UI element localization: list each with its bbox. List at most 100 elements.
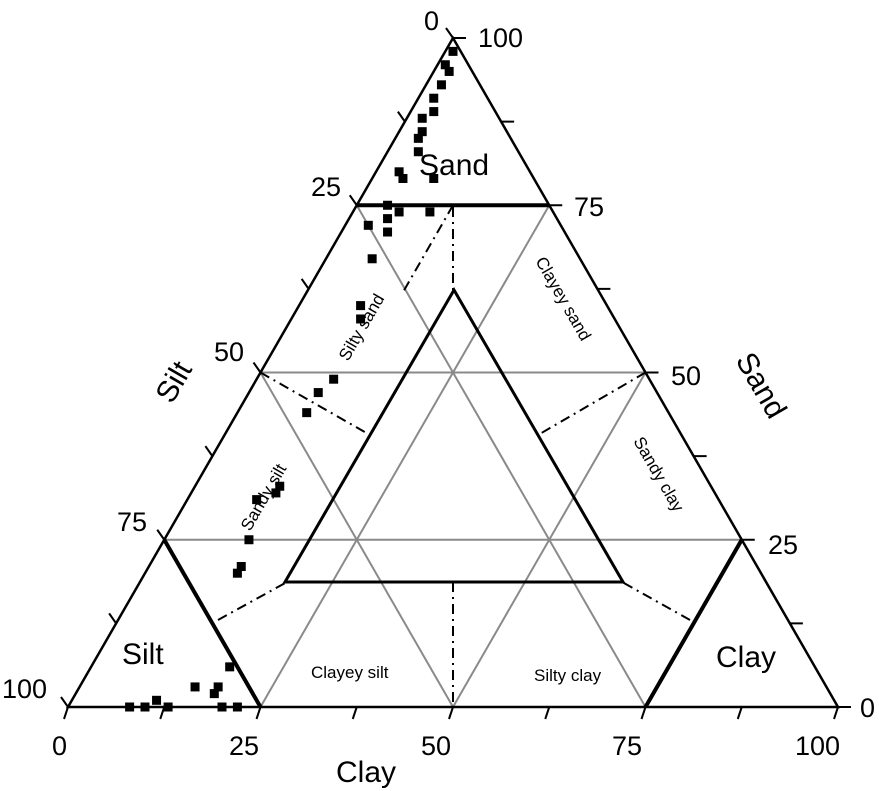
silt-tick-50: 50 [214, 337, 244, 367]
tick-mark [60, 696, 69, 708]
data-point [140, 702, 150, 712]
dash-dot-boundary [260, 371, 371, 436]
data-point [232, 568, 242, 578]
sand-axis-title: Sand [729, 347, 793, 424]
tick-mark [300, 278, 310, 290]
tick-mark [351, 706, 358, 720]
data-point [356, 301, 366, 311]
sand-tick-25: 25 [768, 530, 798, 560]
data-point [383, 227, 393, 237]
tick-mark [63, 706, 69, 720]
region-label-silty-clay: Silty clay [534, 666, 602, 685]
data-point [448, 46, 458, 56]
data-point [444, 66, 454, 76]
sand-tick-50: 50 [671, 361, 701, 391]
sand-zone-mask [356, 38, 550, 206]
region-label-clay: Clay [716, 641, 776, 674]
data-point [225, 662, 235, 672]
region-label-sandy-clay: Sandy clay [630, 434, 688, 516]
data-point [152, 695, 162, 705]
data-point [271, 488, 281, 498]
tick-mark [544, 706, 551, 720]
clay-tick-25: 25 [229, 731, 259, 761]
tick-mark [255, 706, 262, 720]
grid-line [355, 204, 647, 708]
data-points [125, 46, 458, 712]
clay-tick-labels: 0 25 50 75 100 [52, 731, 840, 761]
silt-tick-0: 0 [424, 6, 439, 36]
data-point [394, 207, 404, 217]
dash-dot-boundary [402, 204, 454, 293]
data-point [252, 495, 262, 505]
sand-tick-0: 0 [860, 693, 875, 723]
grid-lines [68, 38, 838, 708]
region-label-sand: Sand [419, 149, 489, 182]
data-point [163, 702, 173, 712]
data-point [236, 562, 246, 572]
silt-tick-25: 25 [311, 172, 341, 202]
data-point [429, 173, 439, 183]
data-point [440, 60, 450, 70]
clay-tick-75: 75 [612, 731, 642, 761]
tick-mark [156, 529, 166, 541]
tick-mark [108, 612, 117, 624]
tick-mark [445, 27, 454, 39]
data-point [417, 127, 427, 137]
silt-tick-labels: 0 25 50 75 100 [2, 6, 439, 704]
clay-tick-0: 0 [52, 731, 67, 761]
sand-tick-100: 100 [478, 23, 523, 53]
data-point [394, 167, 404, 177]
data-point [244, 535, 254, 545]
sand-tick-75: 75 [574, 192, 604, 222]
tick-mark [397, 111, 406, 123]
silt-axis-title: Silt [149, 355, 199, 408]
data-point [125, 702, 135, 712]
tick-mark [448, 706, 454, 720]
data-point [367, 254, 377, 264]
data-point [329, 374, 339, 384]
dash-dot-boundary [217, 581, 288, 621]
triangle-frame [60, 27, 851, 720]
data-point [425, 207, 435, 217]
data-point [209, 689, 219, 699]
tick-mark [736, 706, 743, 720]
tick-mark [348, 194, 358, 206]
data-point [356, 314, 366, 324]
data-point [302, 408, 312, 418]
silt-tick-100: 100 [2, 674, 47, 704]
dash-dot-boundary [621, 581, 691, 621]
grid-line [259, 372, 454, 708]
data-point [417, 113, 427, 123]
data-point [413, 147, 423, 157]
data-point [413, 133, 423, 143]
clay-tick-50: 50 [421, 731, 451, 761]
silt-zone-mask [68, 539, 261, 707]
zone-boundary [643, 538, 744, 708]
region-label-silt: Silt [122, 638, 164, 671]
clay-tick-100: 100 [795, 731, 840, 761]
grid-line [452, 372, 647, 708]
dash-dot-boundary [537, 371, 647, 436]
data-point [363, 220, 373, 230]
data-point [275, 481, 285, 491]
data-point [383, 214, 393, 224]
data-point [398, 173, 408, 183]
tick-mark [252, 361, 262, 374]
data-point [436, 80, 446, 90]
data-point [383, 200, 393, 210]
sand-tick-labels: 0 25 50 75 100 [478, 23, 875, 723]
zone-boundary [162, 538, 263, 708]
data-point [429, 107, 439, 117]
region-label-clayey-silt: Clayey silt [311, 663, 389, 682]
data-point [213, 682, 223, 692]
grid-line [259, 204, 551, 708]
tick-mark [159, 706, 166, 720]
tick-mark [833, 706, 839, 720]
data-point [429, 93, 439, 103]
silt-tick-75: 75 [117, 507, 147, 537]
data-point [232, 702, 242, 712]
clay-axis-title: Clay [336, 756, 396, 789]
inner-triangle [282, 287, 626, 584]
data-point [190, 682, 200, 692]
